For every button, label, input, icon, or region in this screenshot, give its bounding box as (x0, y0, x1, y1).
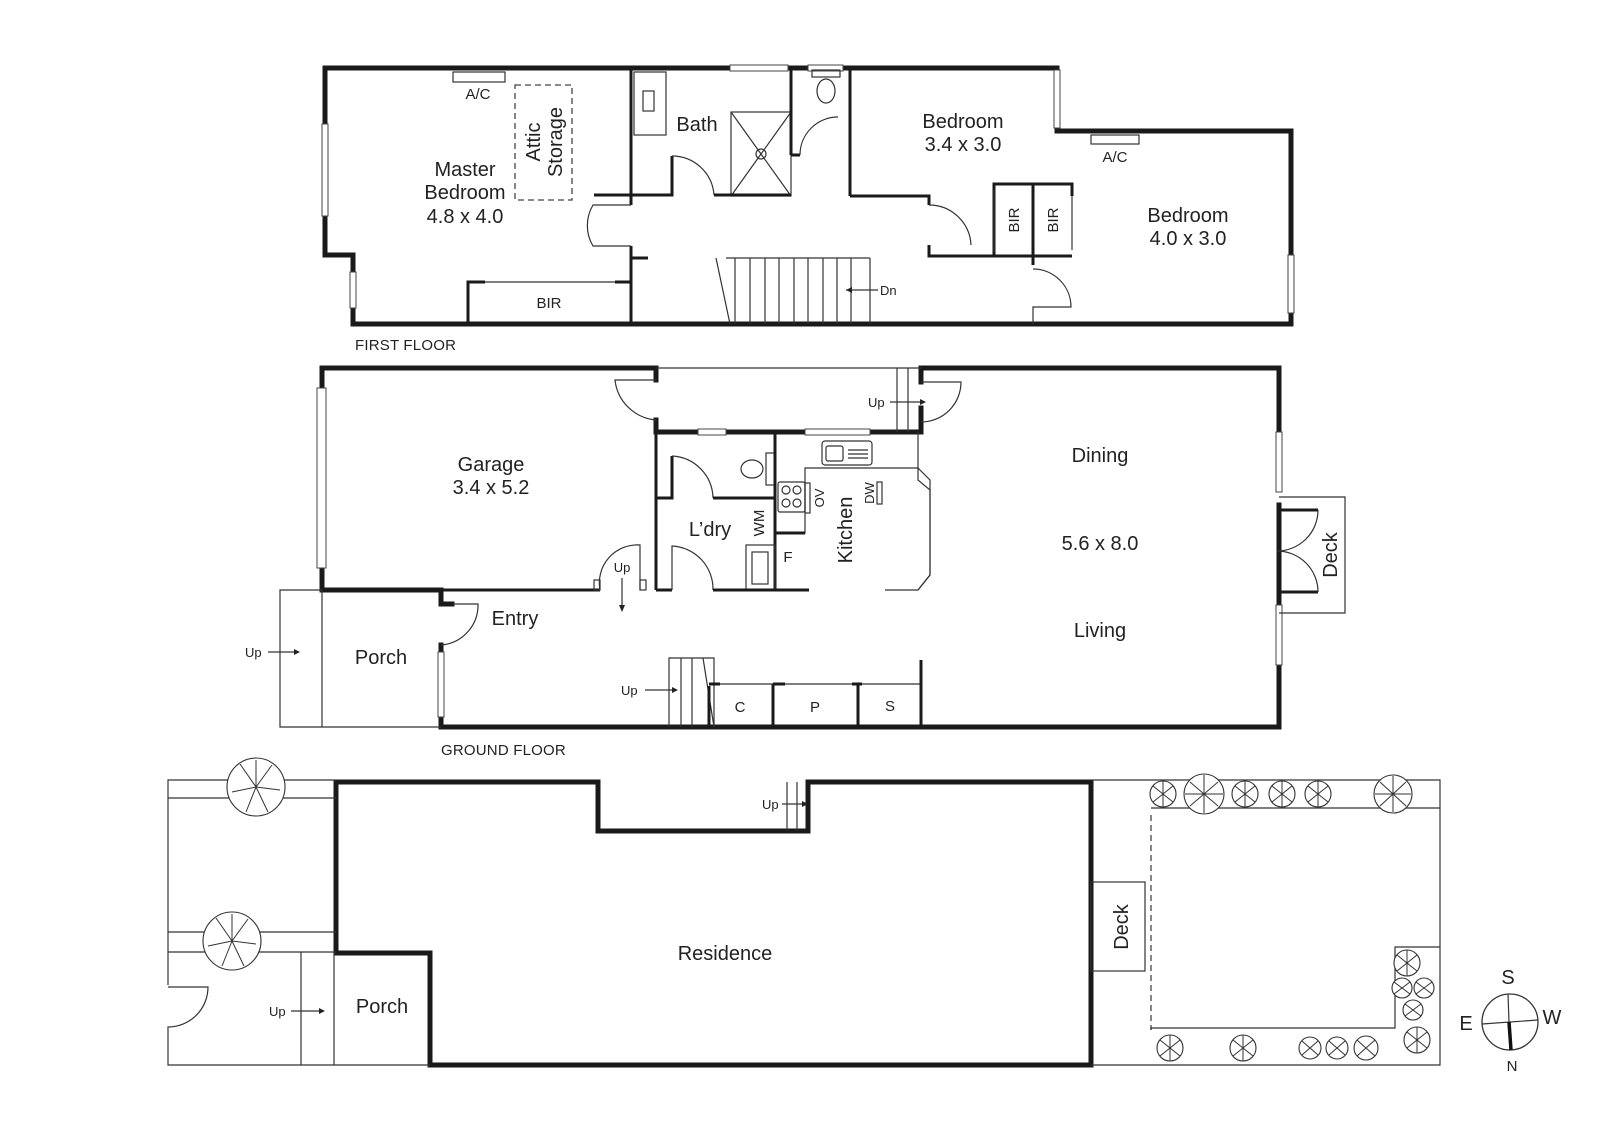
oven-label: OV (812, 488, 827, 507)
deck-label: Deck (1111, 903, 1133, 950)
bedroom-label: Bedroom (922, 111, 1003, 133)
window (321, 123, 329, 217)
ac-label: A/C (1102, 149, 1127, 166)
tree-icon (1403, 1026, 1431, 1054)
attic-storage-label-2: Storage (545, 107, 567, 177)
window (1287, 254, 1295, 314)
window (804, 428, 871, 436)
tree-icon (202, 911, 262, 971)
tree-icon (1393, 949, 1421, 977)
compass-icon (1481, 993, 1539, 1051)
up-label: Up (621, 683, 638, 698)
toilet (740, 459, 764, 479)
entry-label: Entry (492, 608, 539, 630)
deck-outline (1090, 881, 1146, 972)
bedroom-size: 3.4 x 3.0 (925, 134, 1002, 156)
master-bedroom-size: 4.8 x 4.0 (427, 206, 504, 228)
garage-label: Garage (458, 454, 525, 476)
ac-unit (1090, 134, 1140, 145)
tree-icon (1413, 977, 1435, 999)
tree-icon (1304, 780, 1332, 808)
stairs (645, 657, 715, 728)
living-dining-size: 5.6 x 8.0 (1062, 533, 1139, 555)
compass-south: S (1501, 967, 1514, 989)
tree-icon (1353, 1035, 1379, 1061)
fridge-label: F (783, 549, 792, 566)
up-label: Up (762, 797, 779, 812)
window (1275, 431, 1283, 493)
up-label: Up (269, 1004, 286, 1019)
storage-label: S (885, 698, 895, 715)
tree-icon (1373, 774, 1413, 814)
up-label: Up (614, 560, 631, 575)
residence-label: Residence (678, 943, 773, 965)
kitchen-label: Kitchen (835, 497, 857, 564)
tree-icon (1229, 1034, 1257, 1062)
dining-label: Dining (1072, 445, 1129, 467)
window (316, 387, 327, 569)
ac-label: A/C (465, 86, 490, 103)
bedroom-size: 4.0 x 3.0 (1150, 228, 1227, 250)
window (1275, 604, 1283, 666)
window (807, 64, 844, 72)
tree-icon (1149, 780, 1177, 808)
compass-north: N (1507, 1058, 1518, 1075)
porch-label: Porch (355, 647, 407, 669)
ground-floor-plan: Up Garage 3.4 x 5.2 Up L’dry WM (245, 365, 1346, 759)
attic-storage-outline (514, 84, 573, 201)
bir-label: BIR (536, 295, 561, 312)
bedroom-label: Bedroom (1147, 205, 1228, 227)
dishwasher-label: DW (862, 481, 877, 503)
bir-label: BIR (1045, 207, 1062, 232)
laundry-label: L’dry (689, 519, 731, 541)
tree-icon (1325, 1036, 1349, 1060)
attic-storage-label-1: Attic (523, 123, 545, 162)
up-label: Up (868, 395, 885, 410)
up-label: Up (245, 645, 262, 660)
window (349, 271, 357, 309)
window (697, 428, 727, 436)
tree-icon (1156, 1034, 1184, 1062)
first-floor-plan: A/C Attic Storage Master Bedroom 4.8 x 4… (321, 64, 1295, 354)
master-bedroom-label: Master (434, 159, 495, 181)
ground-floor-caption: GROUND FLOOR (441, 742, 566, 759)
first-floor-caption: FIRST FLOOR (355, 337, 456, 354)
bir-label: BIR (1006, 207, 1023, 232)
ac-unit (452, 71, 506, 83)
pantry-label: P (810, 699, 820, 716)
tree-icon (1183, 773, 1225, 815)
tree-icon (1231, 780, 1259, 808)
washing-machine-label: WM (751, 510, 768, 537)
living-label: Living (1074, 620, 1126, 642)
compass-east: E (1459, 1013, 1472, 1035)
stairs (715, 257, 878, 325)
sink (821, 440, 873, 466)
window (729, 64, 789, 72)
site-plan: Residence Up Porch Up (167, 757, 1562, 1075)
window (1053, 69, 1061, 129)
stairs-down-label: Dn (880, 283, 897, 298)
window (437, 651, 445, 718)
master-bedroom-label-2: Bedroom (424, 182, 505, 204)
cupboard-label: C (735, 699, 746, 716)
tree-icon (1298, 1036, 1322, 1060)
compass-west: W (1543, 1007, 1562, 1029)
garage-size: 3.4 x 5.2 (453, 477, 530, 499)
bath-label: Bath (676, 114, 717, 136)
tree-icon (1402, 999, 1424, 1021)
tree-icon (226, 757, 286, 817)
deck-label: Deck (1320, 531, 1342, 578)
toilet (816, 78, 836, 104)
tree-icon (1391, 977, 1413, 999)
porch-label: Porch (356, 996, 408, 1018)
cooktop (777, 481, 806, 513)
tree-icon (1268, 780, 1296, 808)
